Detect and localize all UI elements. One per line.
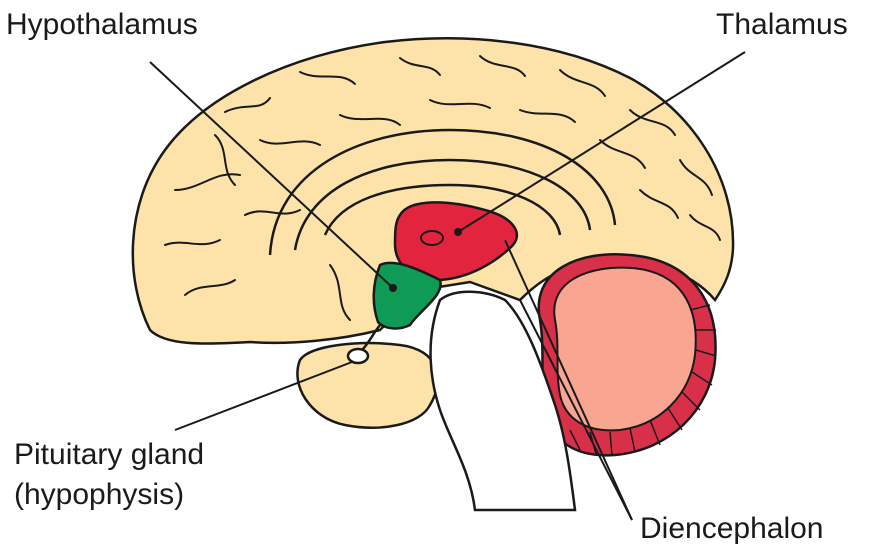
label-pituitary-line1: Pituitary gland [14,438,204,472]
label-thalamus: Thalamus [716,8,848,42]
label-pituitary-line2: (hypophysis) [14,478,184,512]
label-hypothalamus: Hypothalamus [6,8,198,42]
label-diencephalon: Diencephalon [640,512,823,546]
pituitary-gland [348,349,368,363]
